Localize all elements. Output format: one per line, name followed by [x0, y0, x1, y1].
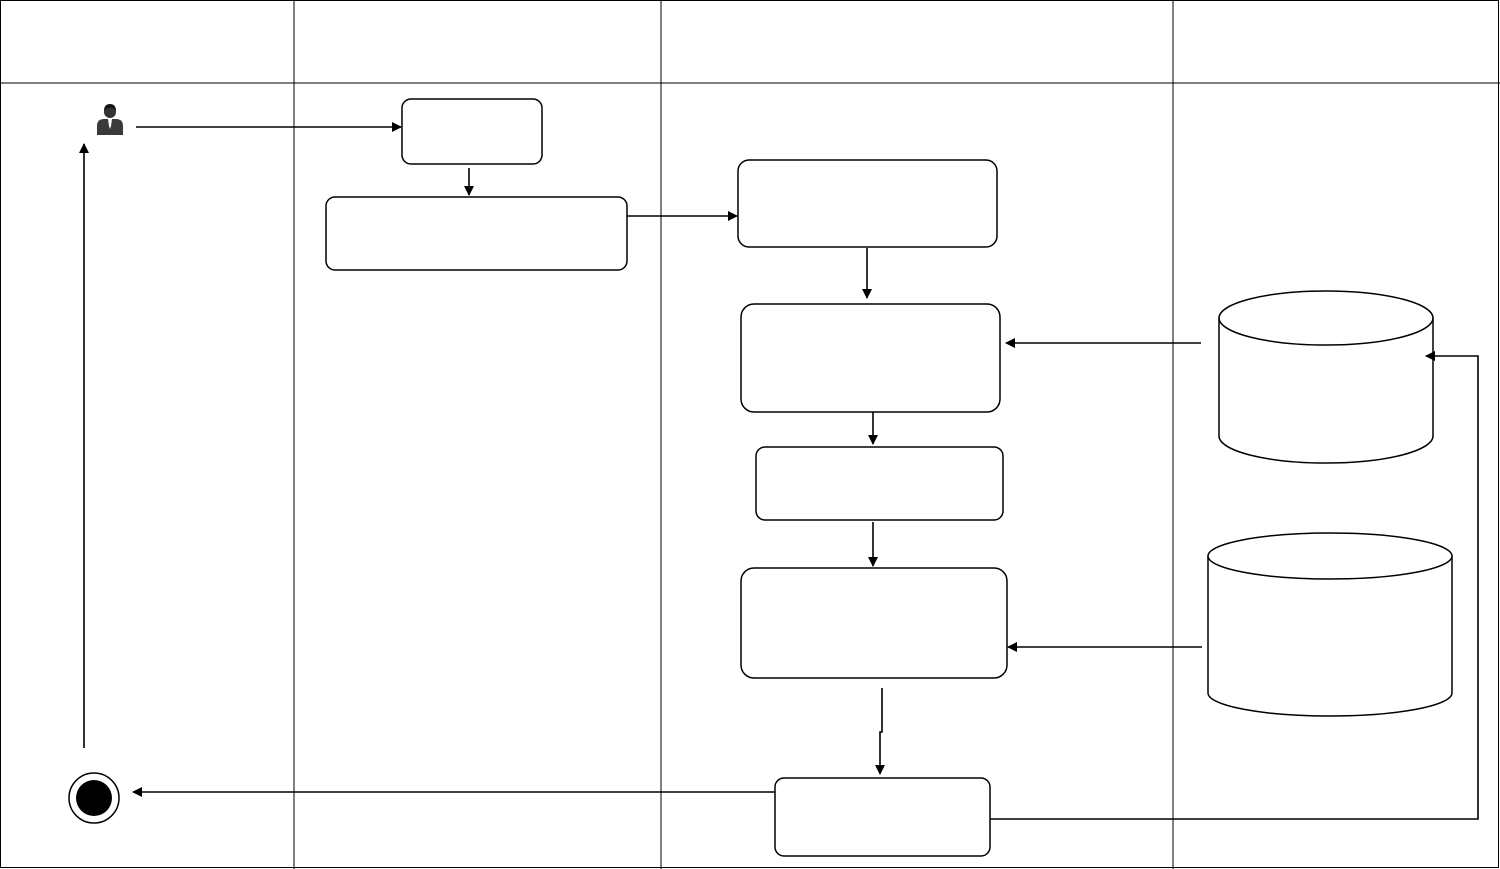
activity-step-2	[325, 196, 628, 271]
activity-step-7	[774, 777, 991, 857]
database-1-icon	[1218, 290, 1434, 464]
activity-step-6	[740, 567, 1008, 679]
database-2-icon	[1207, 532, 1453, 717]
activity-step-1	[401, 98, 543, 165]
flow-arrow	[990, 351, 1479, 820]
person-icon	[97, 104, 123, 135]
flow-arrow	[875, 688, 885, 775]
activity-nodes	[325, 98, 1008, 857]
final-node	[68, 772, 120, 824]
flow-arrows	[79, 122, 1479, 820]
activity-step-4	[740, 303, 1001, 413]
activity-step-3	[737, 159, 998, 248]
activity-step-5	[755, 446, 1004, 521]
